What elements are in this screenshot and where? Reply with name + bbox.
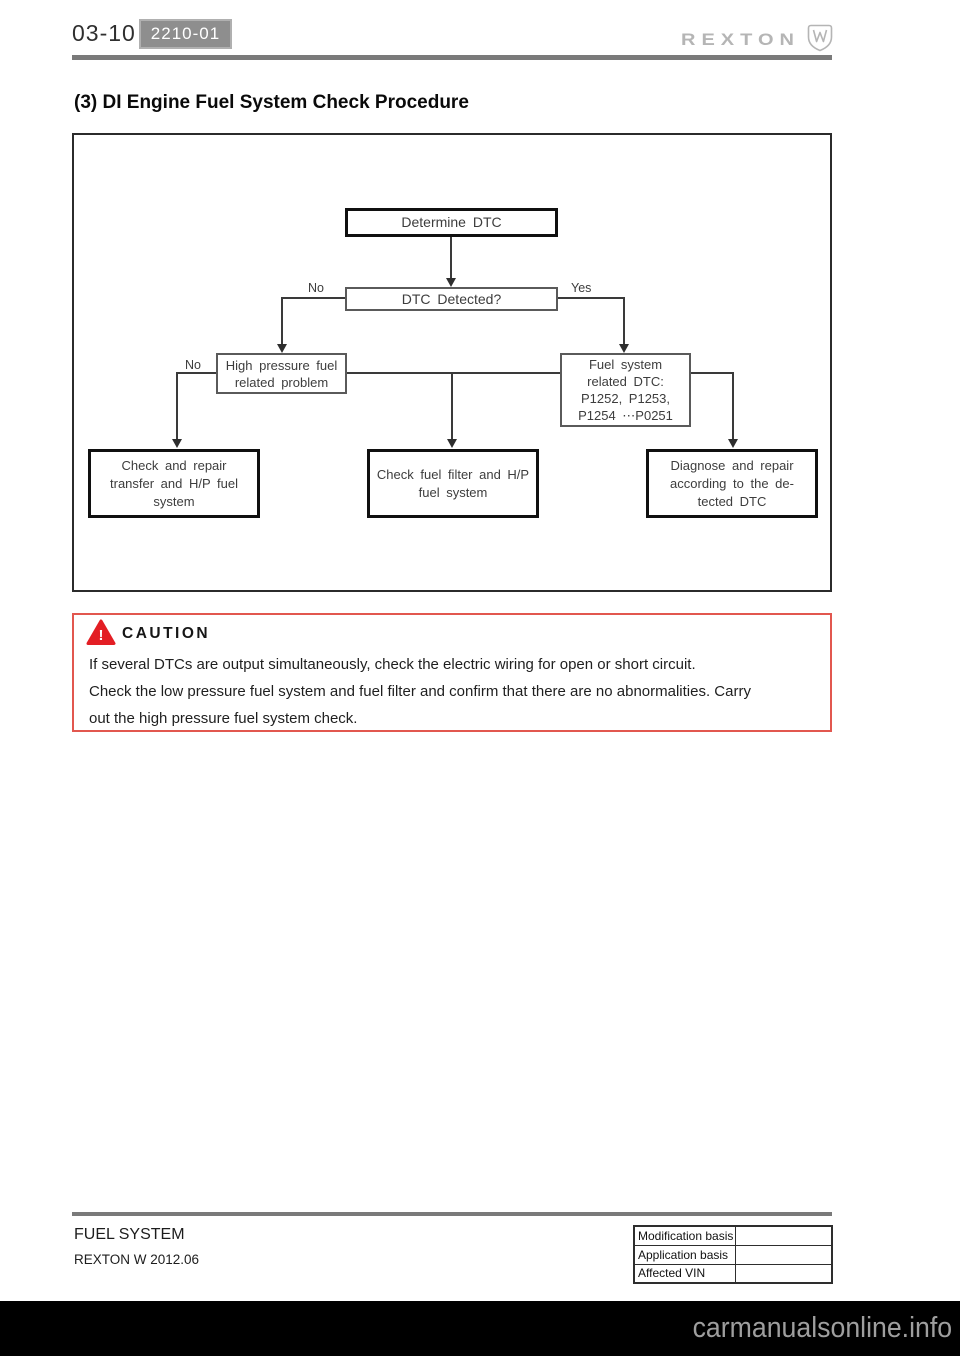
flow-node-dtc-detected: DTC Detected? [345,287,558,311]
arrow-head [447,439,457,448]
table-row: Affected VIN [633,1263,833,1284]
arrow-head [619,344,629,353]
table-value-cell [735,1244,833,1265]
node-text-line: according to the de- [670,475,794,491]
node-text-line: P1252, P1253, [580,391,671,406]
flow-node-check-fuel-filter: Check fuel filter and H/P fuel system [367,449,539,518]
header-rule [72,55,832,60]
caution-panel [72,613,832,732]
branch-label-no-left: No [185,358,201,372]
flow-node-fuel-system-dtc: Fuel system related DTC: P1252, P1253, P… [560,353,691,427]
node-text-line: system [153,493,195,509]
table-row: Application basis [633,1244,833,1265]
svg-text:!: ! [99,627,104,644]
node-text-line: P1254 ⋯P0251 [578,408,673,423]
node-text-line: transfer and H/P fuel [110,475,238,491]
node-text-line: High pressure fuel [225,357,338,373]
connector-line [347,372,560,374]
bottom-band: carmanualsonline.info [0,1301,960,1356]
caution-text: If several DTCs are output simultaneousl… [89,651,824,732]
branch-label-no: No [308,281,324,295]
connector-line [623,297,625,345]
node-text-line: related DTC: [587,374,664,389]
node-text-line: related problem [234,374,329,390]
arrow-head [277,344,287,353]
caution-text-line: If several DTCs are output simultaneousl… [89,656,696,673]
section-code-badge: 2210-01 [139,19,232,49]
flow-node-high-pressure-problem: High pressure fuel related problem [216,353,347,394]
connector-line [732,372,734,440]
table-label-cell: Application basis [633,1244,737,1265]
node-text-line: tected DTC [697,493,767,509]
caution-text-line: out the high pressure fuel system check. [89,710,358,727]
table-value-cell [735,1225,833,1246]
table-label-cell: Modification basis [633,1225,737,1246]
connector-line [176,372,178,440]
page-code: 03-10 [72,20,136,46]
table-value-cell [735,1263,833,1284]
node-text-line: Check fuel filter and H/P [376,466,530,482]
connector-line [558,297,625,299]
caution-text-line: Check the low pressure fuel system and f… [89,683,751,700]
flow-node-diagnose-repair: Diagnose and repair according to the de-… [646,449,818,518]
connector-line [176,372,216,374]
connector-line [451,374,453,440]
flow-node-determine-dtc: Determine DTC [345,208,558,237]
connector-line [281,297,345,299]
node-text-line: Fuel system [588,357,663,372]
w-crest-icon [807,24,833,57]
flow-node-check-transfer-system: Check and repair transfer and H/P fuel s… [88,449,260,518]
footer-revision: REXTON W 2012.06 [74,1252,200,1267]
brand-wordmark: REXTON [681,31,800,50]
connector-line [691,372,734,374]
node-text-line: Diagnose and repair [670,457,794,473]
warning-triangle-icon: ! [86,619,116,651]
connector-line [281,297,283,345]
table-label-cell: Affected VIN [633,1263,737,1284]
branch-label-yes: Yes [571,281,592,295]
node-text-line: fuel system [418,484,488,500]
node-text-line: Determine DTC [401,214,502,230]
info-table: Modification basis Application basis Aff… [633,1225,833,1284]
connector-line [450,237,452,279]
node-text-line: DTC Detected? [401,290,502,307]
caution-heading: CAUTION [122,625,211,642]
watermark-text: carmanualsonline.info [692,1312,952,1344]
arrow-head [728,439,738,448]
footer-section-title: FUEL SYSTEM [74,1226,185,1243]
page-title: (3) DI Engine Fuel System Check Procedur… [74,92,469,113]
node-text-line: Check and repair [121,457,227,473]
footer-rule [72,1212,832,1216]
arrow-head [446,278,456,287]
table-row: Modification basis [633,1225,833,1246]
arrow-head [172,439,182,448]
brand-logo: REXTON [681,24,833,57]
